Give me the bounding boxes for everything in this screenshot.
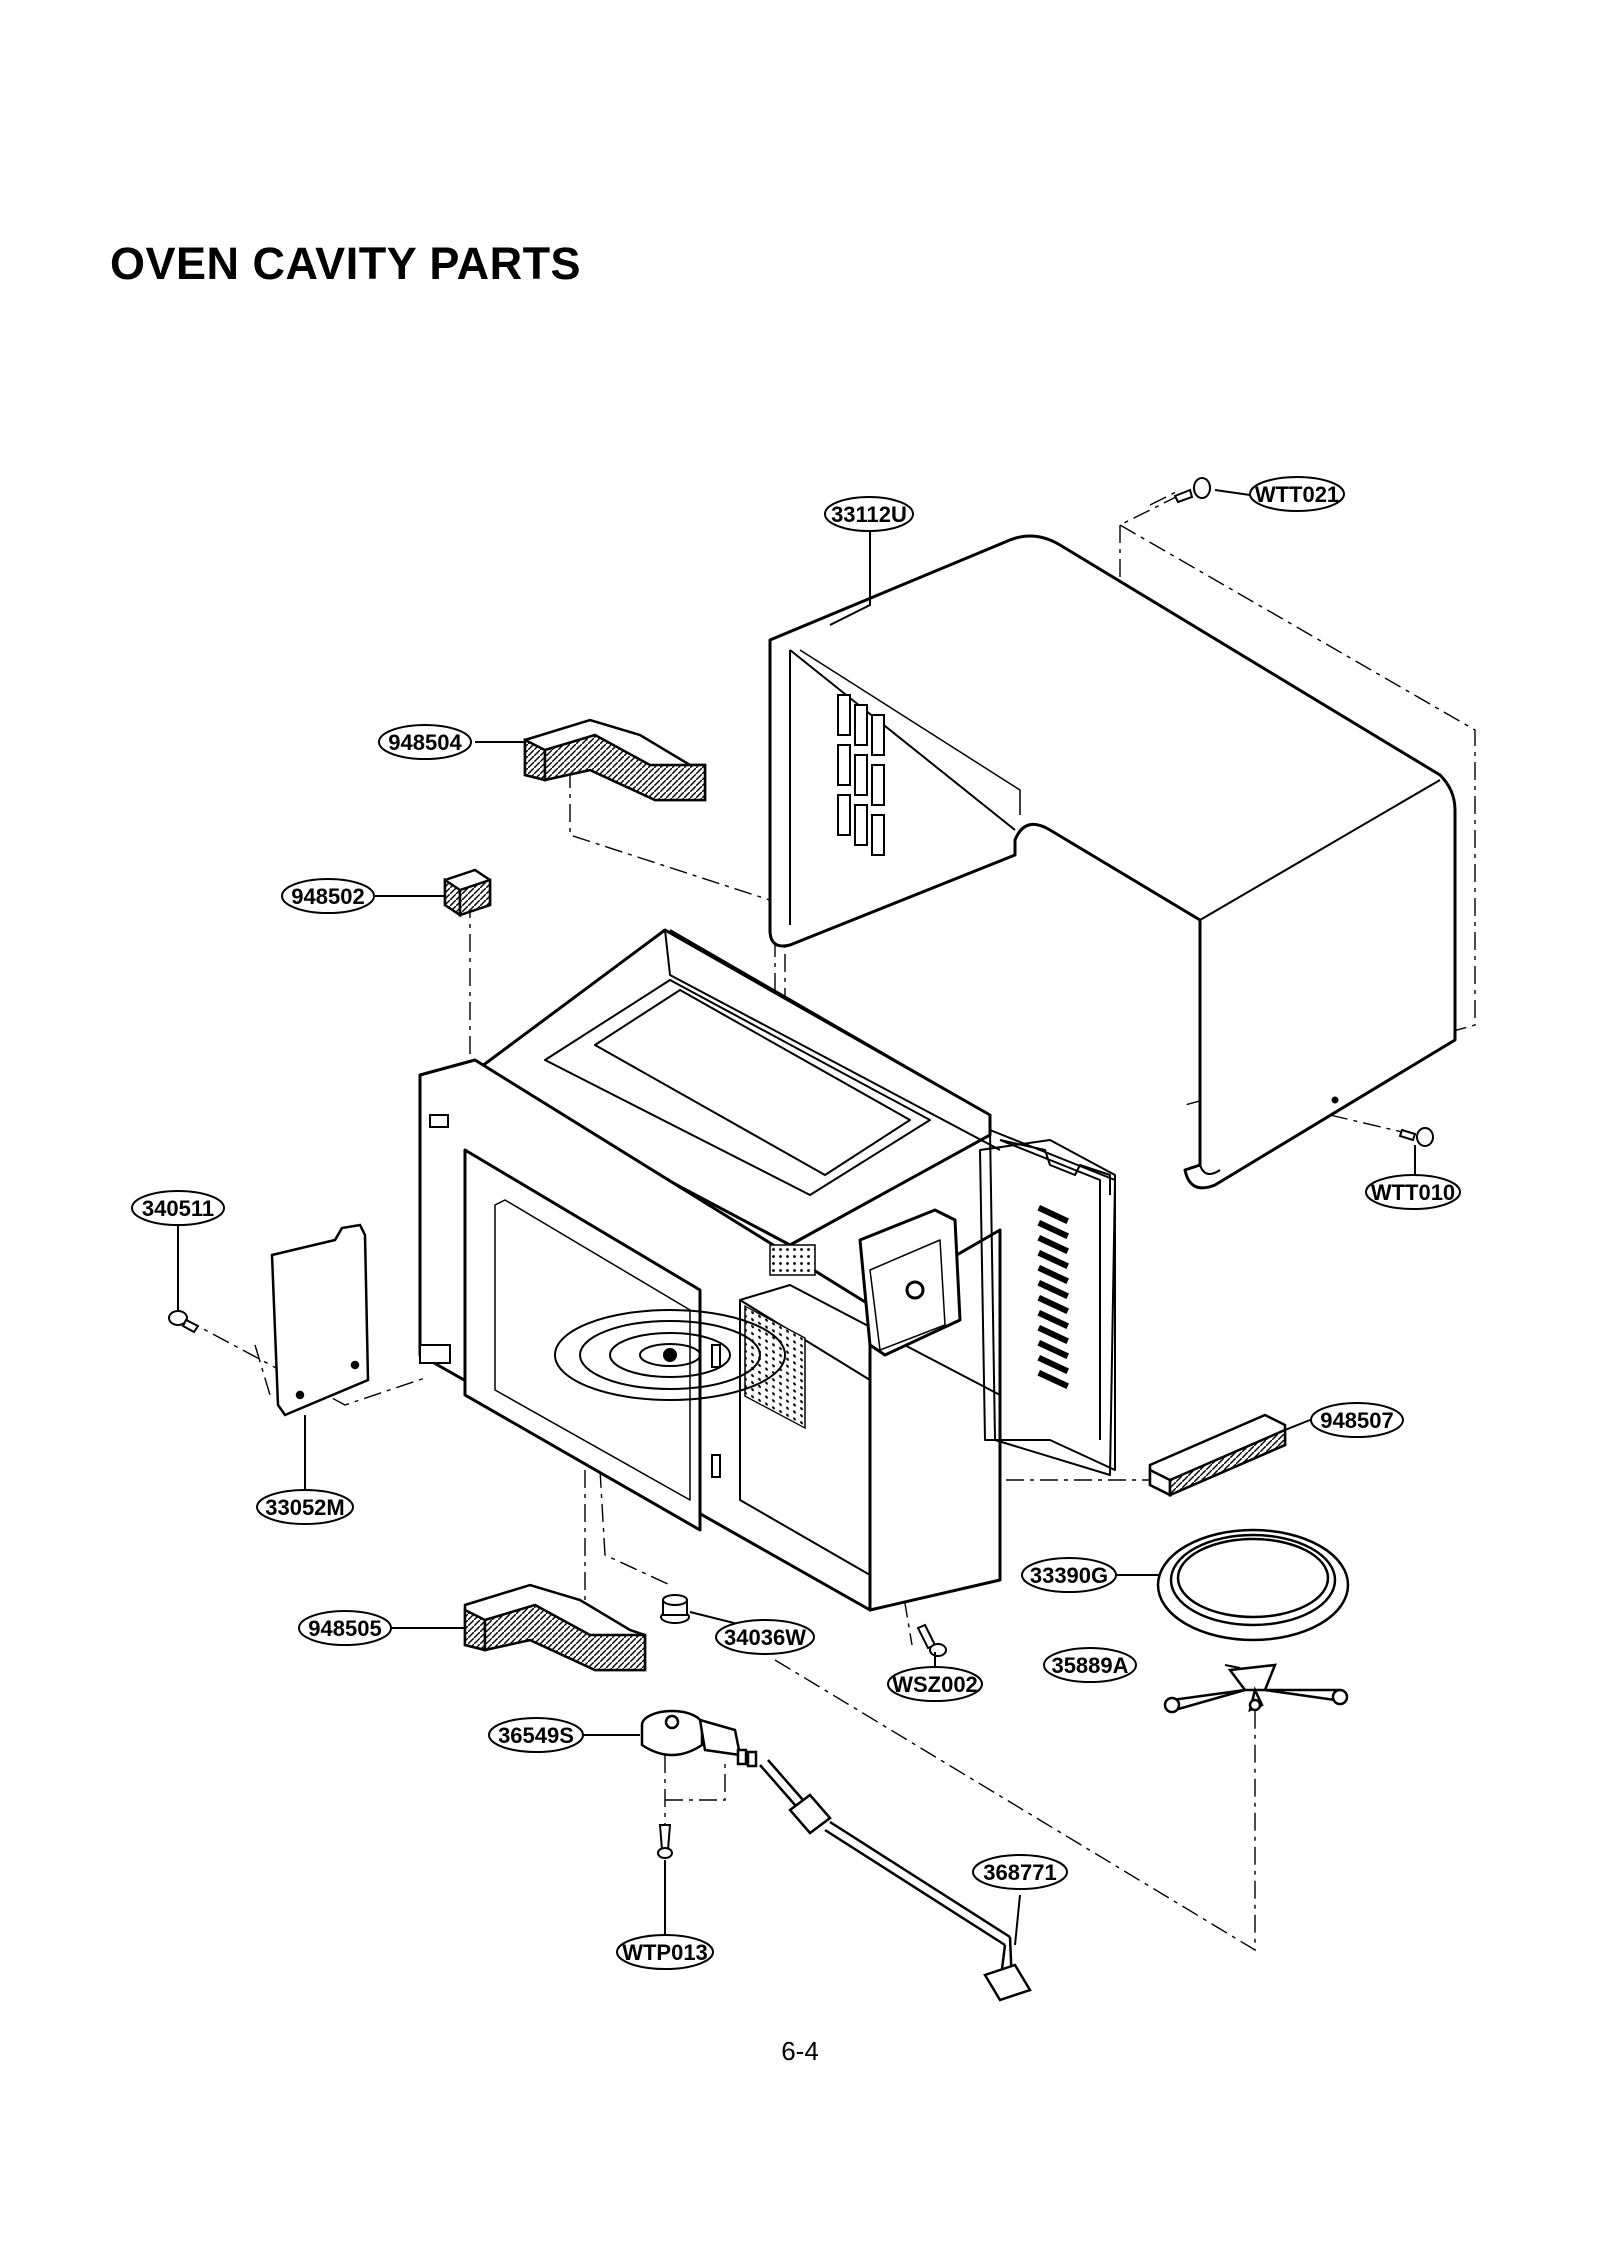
roller-support-35889A	[1163, 1663, 1349, 1714]
cover-plate-33052M	[270, 1223, 370, 1417]
svg-text:WTP013: WTP013	[622, 1940, 708, 1965]
top-vent-mesh	[769, 1244, 816, 1276]
back-vent-grille	[1037, 1205, 1070, 1389]
cavity-turntable	[554, 1309, 786, 1401]
screw-WTP013	[657, 1824, 673, 1859]
screw-340511	[168, 1310, 200, 1334]
case-vents	[837, 694, 885, 856]
callout-36549S: 36549S	[488, 1717, 584, 1753]
callout-948504: 948504	[378, 724, 472, 760]
svg-text:368771: 368771	[983, 1860, 1056, 1885]
motor-36549S	[640, 1709, 758, 1768]
svg-text:WTT021: WTT021	[1255, 482, 1339, 507]
insulation-948507	[1148, 1413, 1287, 1498]
callout-33390G: 33390G	[1021, 1557, 1117, 1593]
callout-34036W: 34036W	[715, 1619, 815, 1655]
svg-text:WSZ002: WSZ002	[892, 1672, 978, 1697]
callout-35889A: 35889A	[1043, 1647, 1137, 1683]
callout-WTT010: WTT010	[1365, 1174, 1461, 1210]
harness-connectors	[788, 1793, 1032, 2002]
callout-WTT021: WTT021	[1249, 476, 1345, 512]
svg-text:WTT010: WTT010	[1371, 1180, 1455, 1205]
outer-case	[768, 534, 1457, 1190]
callout-33112U: 33112U	[824, 496, 914, 532]
cavity-mesh	[744, 1304, 806, 1430]
page-number: 6-4	[781, 2036, 819, 2066]
svg-text:340511: 340511	[142, 1196, 214, 1221]
svg-text:948504: 948504	[388, 730, 462, 755]
callout-948502: 948502	[281, 878, 375, 914]
coupler-34036W	[660, 1594, 690, 1624]
insulation-948505	[463, 1583, 647, 1672]
svg-text:34036W: 34036W	[724, 1625, 806, 1650]
svg-text:948502: 948502	[291, 884, 364, 909]
svg-text:33052M: 33052M	[265, 1495, 345, 1520]
cavity-door-hinges	[419, 1114, 721, 1478]
svg-text:948507: 948507	[1320, 1408, 1393, 1433]
screw-WTT021	[1173, 477, 1211, 504]
page-title: OVEN CAVITY PARTS	[110, 238, 582, 289]
svg-text:36549S: 36549S	[498, 1723, 574, 1748]
callout-368771: 368771	[972, 1854, 1068, 1890]
callout-WSZ002: WSZ002	[887, 1666, 983, 1702]
glass-tray-33390G	[1156, 1528, 1350, 1642]
callout-948505: 948505	[298, 1610, 392, 1646]
callout-33052M: 33052M	[256, 1489, 354, 1525]
screw-WTT010	[1398, 1127, 1434, 1147]
svg-text:35889A: 35889A	[1051, 1653, 1128, 1678]
insulation-948502	[443, 868, 492, 918]
callout-948507: 948507	[1310, 1402, 1404, 1438]
insulation-948504	[523, 718, 707, 802]
svg-text:948505: 948505	[308, 1616, 381, 1641]
svg-text:33112U: 33112U	[831, 502, 907, 527]
callout-340511: 340511	[131, 1190, 225, 1226]
screw-WSZ002	[916, 1623, 947, 1657]
callout-WTP013: WTP013	[616, 1934, 714, 1970]
cavity-assembly	[418, 928, 1116, 1612]
svg-text:33390G: 33390G	[1030, 1563, 1108, 1588]
